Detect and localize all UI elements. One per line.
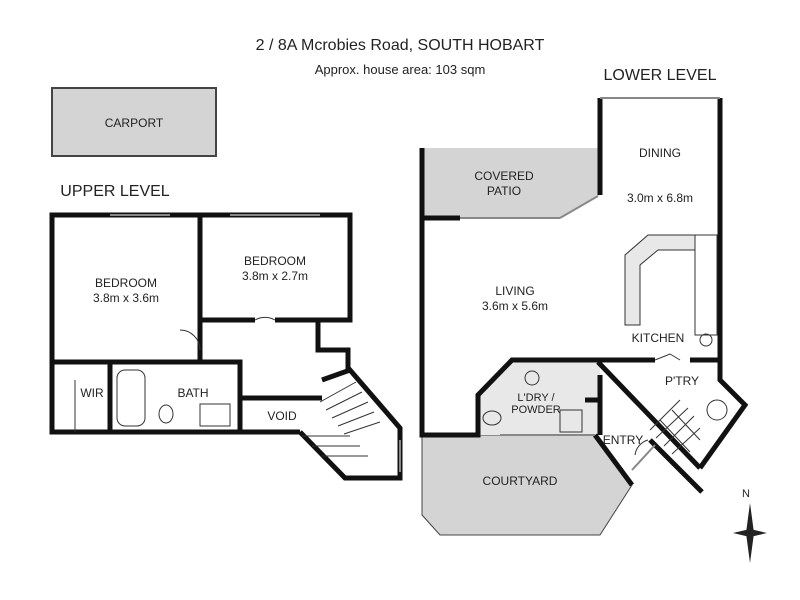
carport-label: CARPORT (105, 116, 164, 130)
lower-level-plan: COVERED PATIO DINING 3.0m x 6.8m LIVING … (419, 97, 749, 536)
pantry-label: P'TRY (665, 374, 699, 388)
laundry-powder (478, 360, 600, 435)
door-swing (254, 316, 276, 321)
toilet-icon (482, 410, 502, 426)
dining-size: 3.0m x 6.8m (627, 191, 693, 205)
lower-level-title: LOWER LEVEL (604, 67, 717, 84)
covered-patio-label-2: PATIO (487, 184, 521, 198)
kitchen-counter (694, 234, 718, 336)
bedroom-1-size: 3.8m x 3.6m (93, 291, 159, 305)
dining-label: DINING (639, 146, 681, 160)
stairs-icon (302, 381, 381, 457)
bathtub-icon (116, 369, 146, 427)
upper-level-title: UPPER LEVEL (60, 183, 169, 200)
laundry-label-2: POWDER (511, 404, 561, 416)
appliance-icon (699, 333, 713, 347)
door-swing (654, 353, 681, 361)
void-label: VOID (267, 409, 297, 423)
bedroom-1-label: BEDROOM (95, 276, 157, 290)
north-compass: N (733, 488, 767, 563)
compass-north-label: N (742, 488, 750, 500)
kitchen-label: KITCHEN (632, 331, 685, 345)
staircase-wall (298, 367, 403, 481)
kitchen-bench (624, 234, 696, 326)
bedroom-2-label: BEDROOM (244, 254, 306, 268)
entry-label: ENTRY (603, 433, 643, 447)
covered-patio (422, 148, 600, 218)
toilet-icon (158, 404, 174, 424)
house-area: Approx. house area: 103 sqm (315, 62, 486, 77)
bath-label: BATH (177, 386, 208, 400)
living-size: 3.6m x 5.6m (482, 299, 548, 313)
upper-level-plan: BEDROOM 3.8m x 3.6m BEDROOM 3.8m x 2.7m … (49, 212, 403, 481)
courtyard-label: COURTYARD (483, 474, 558, 488)
covered-patio-label-1: COVERED (474, 169, 534, 183)
vanity-icon (199, 403, 231, 427)
address-title: 2 / 8A Mcrobies Road, SOUTH HOBART (256, 37, 545, 54)
laundry-label-1: L'DRY / (517, 392, 555, 404)
bedroom-2-size: 3.8m x 2.7m (242, 269, 308, 283)
hot-water-icon (706, 399, 728, 421)
basin-icon (524, 370, 540, 386)
stairs-icon (649, 399, 701, 455)
carport: CARPORT (51, 87, 217, 157)
wir-label: WIR (80, 386, 104, 400)
living-label: LIVING (495, 284, 534, 298)
sink-icon (559, 409, 583, 433)
